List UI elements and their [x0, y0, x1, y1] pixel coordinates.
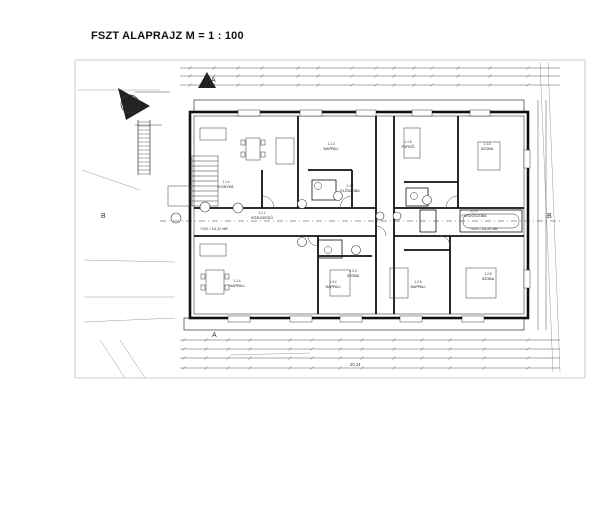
level-label-right: +0,00 = 111,20 mBf — [470, 227, 498, 231]
room-name-r3: FÜRDŐ — [402, 144, 415, 149]
room-name-r6: ELŐSZOBA — [340, 188, 360, 193]
room-name-r5: KÖZLEKEDŐ — [251, 215, 273, 220]
room-number-r9: 1.3.3 — [349, 269, 356, 273]
room-name-r9: SZOBA — [347, 274, 360, 278]
axis-label-a-bottom: A — [212, 332, 217, 339]
room-name-r10: NAPPALI — [411, 285, 426, 289]
axis-label-b-left: B — [101, 213, 106, 220]
room-number-r8: 1.3.4 — [329, 280, 336, 284]
level-label-left: +0,00 = 111,20 mBf — [200, 227, 228, 231]
room-name-r7: NAPPALI — [230, 284, 245, 288]
room-number-r2: 1.1.3 — [327, 142, 334, 146]
room-name-r4: SZOBA — [481, 147, 494, 151]
room-name-r8: NAPPALI — [326, 285, 341, 289]
room-number-r5: 1.1.1 — [258, 211, 265, 215]
room-number-r3: 1.1.5 — [404, 140, 411, 144]
room-name-r1: KONYHA — [218, 185, 234, 189]
room-number-r11: 1.2.8 — [484, 272, 491, 276]
room-name-r11: SZOBA — [482, 277, 495, 281]
room-number-r1: 1.1.4 — [222, 180, 229, 184]
axis-label-a-top: A — [211, 77, 216, 84]
room-number-r7: 1.1.4 — [233, 279, 240, 283]
axis-label-b-right: B — [547, 213, 552, 220]
room-name-r12: FÜRDŐSZOBA — [462, 213, 488, 218]
room-number-r10: 1.2.4 — [414, 280, 421, 284]
room-name-r2: NAPPALI — [324, 147, 339, 151]
drawing-title: FSZT ALAPRAJZ M = 1 : 100 — [91, 30, 244, 42]
overall-dimension: 20,14 — [350, 362, 361, 367]
room-number-r12: 1.2.6 — [470, 209, 477, 213]
room-number-r4: 1.1.6 — [483, 142, 490, 146]
room-number-r6: 1.1.2 — [346, 184, 353, 188]
